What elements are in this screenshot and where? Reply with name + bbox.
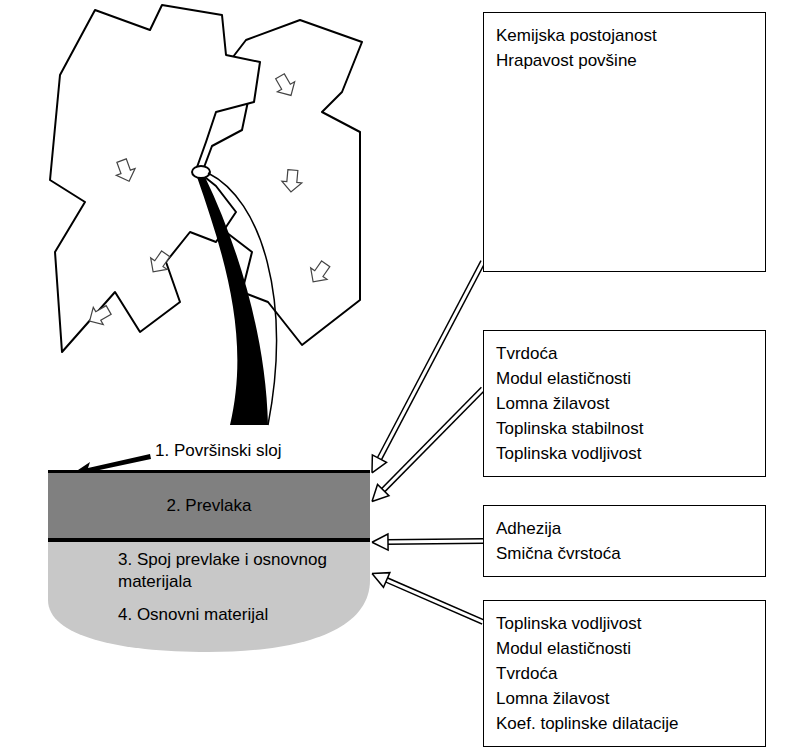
layer-name: 2. Prevlaka — [166, 493, 251, 518]
property-arrow — [372, 534, 484, 550]
property-text: Lomna žilavost — [496, 391, 753, 416]
arrow-head — [372, 455, 387, 473]
layer-callout: 3. Spoj prevlake i osnovnog materijala — [118, 549, 333, 593]
arrow-shaft-inner — [385, 541, 484, 542]
arrow-shaft-inner — [378, 261, 483, 462]
property-text: Tvrdoća — [496, 341, 753, 366]
arrow-shaft-inner — [381, 388, 484, 492]
interface-line — [48, 540, 370, 542]
coating-layer: 2. Prevlaka — [48, 470, 370, 540]
property-text: Koef. toplinske dilatacije — [496, 711, 753, 736]
property-box: AdhezijaSmična čvrstoća — [483, 505, 766, 577]
property-text: Adhezija — [496, 516, 753, 541]
arrow-shaft-inner — [384, 579, 484, 623]
contact-point — [192, 166, 210, 178]
property-text: Lomna žilavost — [496, 686, 753, 711]
property-text: Modul elastičnosti — [496, 636, 753, 661]
property-text: Kemijska postojanost — [496, 23, 753, 48]
property-box: Toplinska vodljivostModul elastičnostiTv… — [483, 600, 766, 747]
layer-callout: 1. Površinski sloj — [155, 440, 355, 462]
property-text: Modul elastičnosti — [496, 366, 753, 391]
arrow-head — [372, 573, 390, 588]
property-text: Hrapavost povšine — [496, 48, 753, 73]
property-text: Toplinska stabilnost — [496, 416, 753, 441]
zoom-wedge — [197, 177, 268, 425]
property-text: Tvrdoća — [496, 661, 753, 686]
property-box: TvrdoćaModul elastičnostiLomna žilavostT… — [483, 330, 766, 477]
property-arrow — [372, 573, 484, 623]
property-text: Toplinska vodljivost — [496, 611, 753, 636]
property-text: Smična čvrstoća — [496, 541, 753, 566]
arrow-head — [372, 484, 389, 501]
property-arrow — [372, 388, 484, 501]
property-box: Kemijska postojanostHrapavost povšine — [483, 12, 766, 272]
zoom-line — [208, 173, 276, 425]
base-fill — [48, 540, 370, 652]
layer-name: 4. Osnovni materijal — [118, 602, 268, 627]
arrow-head — [372, 534, 388, 550]
property-text: Toplinska vodljivost — [496, 441, 753, 466]
left-gear — [50, 5, 260, 352]
